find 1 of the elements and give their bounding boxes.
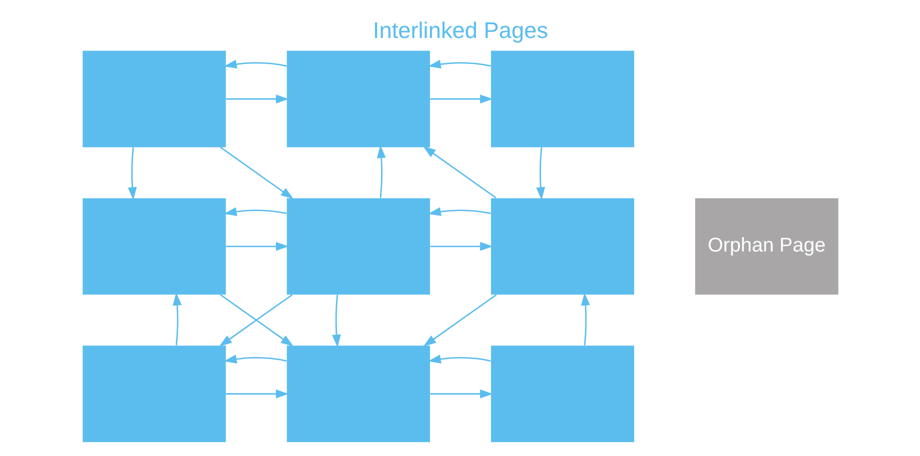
diagram-title: Interlinked Pages	[372, 16, 548, 43]
